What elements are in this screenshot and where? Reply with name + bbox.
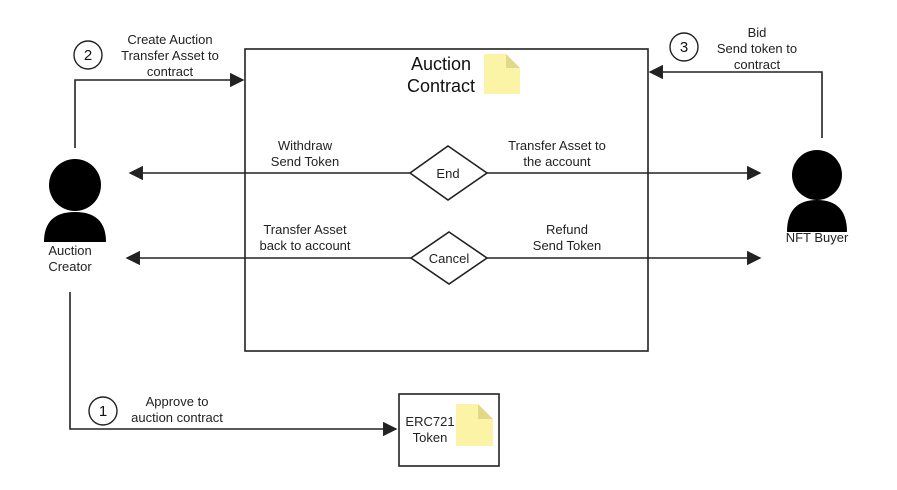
step3-text-line1: Bid <box>748 25 767 40</box>
step3-arrow <box>648 64 823 138</box>
token-label-line1: ERC721 <box>405 414 454 429</box>
contract-title-line2: Contract <box>407 76 475 96</box>
step3-text-line3: contract <box>734 57 781 72</box>
token-document-icon <box>456 404 493 446</box>
step1-badge <box>88 396 118 426</box>
creator-label-line2: Creator <box>48 259 92 274</box>
end-left-line2: Send Token <box>271 154 339 169</box>
end-right-line1: Transfer Asset to <box>508 138 606 153</box>
cancel-node-label: Cancel <box>429 251 470 266</box>
cancel-left-line2: back to account <box>259 238 350 253</box>
cancel-decision-node <box>409 231 489 285</box>
cancel-right-line1: Refund <box>546 222 588 237</box>
step1-number: 1 <box>99 403 107 420</box>
nft-buyer-person-icon <box>787 150 847 232</box>
end-right-line2: the account <box>523 154 591 169</box>
step2-badge <box>73 40 103 70</box>
buyer-label: NFT Buyer <box>786 230 849 245</box>
step2-text-line1: Create Auction <box>127 32 212 47</box>
step1-arrow <box>69 292 398 437</box>
end-node-label: End <box>436 166 459 181</box>
end-decision-node <box>408 145 489 201</box>
cancel-left-line1: Transfer Asset <box>263 222 347 237</box>
end-left-line1: Withdraw <box>278 138 333 153</box>
contract-title-line1: Auction <box>411 54 471 74</box>
contract-document-icon <box>484 54 520 94</box>
token-label-line2: Token <box>413 430 448 445</box>
creator-label-line1: Auction <box>48 243 91 258</box>
step2-text-line2: Transfer Asset to <box>121 48 219 63</box>
step3-text-line2: Send token to <box>717 41 797 56</box>
step2-arrow <box>74 72 245 148</box>
auction-creator-person-icon <box>44 159 106 242</box>
step1-text-line2: auction contract <box>131 410 223 425</box>
step1-text-line1: Approve to <box>146 394 209 409</box>
step2-number: 2 <box>84 47 92 64</box>
step3-number: 3 <box>680 39 688 56</box>
auction-contract-box <box>244 48 649 352</box>
step2-text-line3: contract <box>147 64 194 79</box>
cancel-right-line2: Send Token <box>533 238 601 253</box>
step3-badge <box>669 32 699 62</box>
